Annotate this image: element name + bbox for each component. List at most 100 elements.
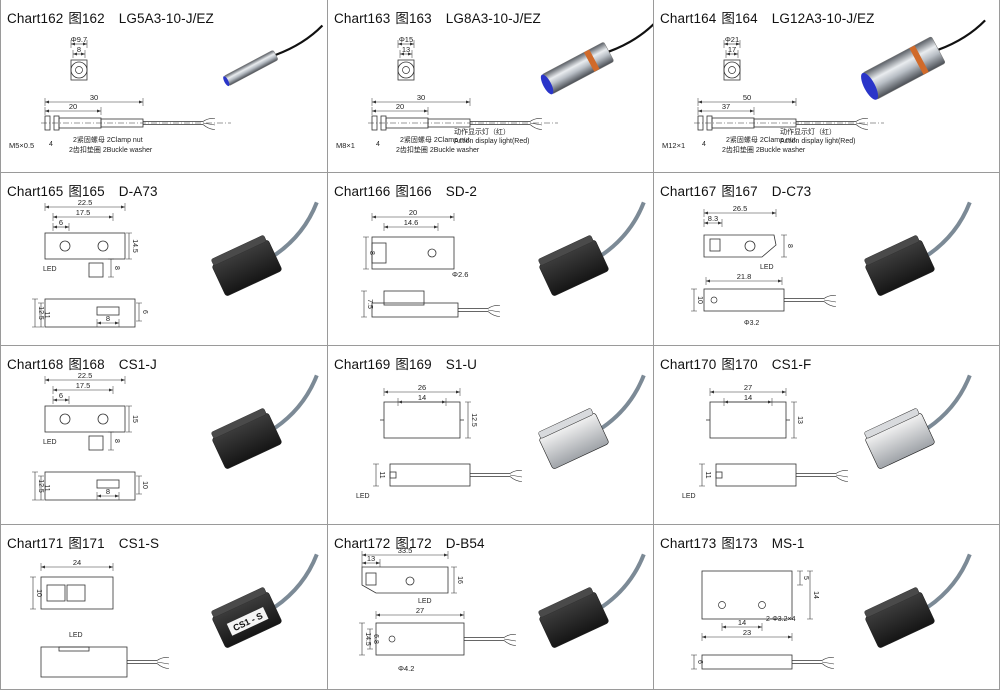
dimension-label: 30 bbox=[90, 93, 98, 102]
figure-number-zh: 图173 bbox=[721, 536, 758, 551]
dimension-label: 11 bbox=[43, 311, 50, 318]
figure-number-zh: 图167 bbox=[721, 184, 758, 199]
figure-number-zh: 图172 bbox=[395, 536, 432, 551]
led-label: LED bbox=[760, 264, 774, 271]
dimension-label: 6 bbox=[59, 218, 63, 227]
dimension-label: 8 bbox=[106, 487, 110, 496]
figure-number-zh: 图170 bbox=[721, 357, 758, 372]
dimension-label: Φ9.7 bbox=[71, 35, 87, 44]
dimension-label: 33.5 bbox=[398, 546, 413, 555]
model-number: LG12A3-10-J/EZ bbox=[771, 11, 875, 26]
callout-text: 动作显示灯（红） bbox=[780, 127, 836, 136]
led-label: LED bbox=[682, 493, 696, 500]
dimension-label: 13 bbox=[367, 554, 375, 563]
led-label: LED bbox=[69, 632, 83, 639]
dimension-label: 14 bbox=[418, 393, 426, 402]
callout-text: 2紧固螺母 2Clamp nut bbox=[726, 135, 796, 144]
model-number: LG5A3-10-J/EZ bbox=[118, 11, 214, 26]
figure-number-zh: 图171 bbox=[68, 536, 105, 551]
sensor-photo bbox=[538, 201, 646, 296]
callout-text: 2齿扣垫圈 2Buckle washer bbox=[69, 145, 153, 154]
dimension-label: 37 bbox=[722, 102, 730, 111]
cell-title: Chart168 图168 CS1-J bbox=[7, 353, 157, 373]
model-number: CS1-J bbox=[118, 357, 157, 372]
dimension-label: 8 bbox=[113, 439, 120, 443]
dimension-label: Φ2.6 bbox=[452, 270, 468, 279]
dimension-label: 8 bbox=[368, 251, 375, 255]
chart-number: Chart170 bbox=[660, 357, 717, 372]
dimension-label: 10 bbox=[141, 481, 148, 489]
dimension-label: 20 bbox=[69, 102, 77, 111]
sensor-photo bbox=[211, 374, 319, 469]
dimension-label: 17.5 bbox=[76, 381, 91, 390]
dimension-label: 5 bbox=[802, 576, 809, 580]
led-label: LED bbox=[356, 493, 370, 500]
led-label: LED bbox=[43, 439, 57, 446]
model-number: D-C73 bbox=[771, 184, 812, 199]
dimension-label: 10 bbox=[696, 296, 703, 304]
model-number: LG8A3-10-J/EZ bbox=[445, 11, 541, 26]
dimension-label: 8.3 bbox=[708, 214, 718, 223]
dimension-label: 13 bbox=[796, 416, 803, 424]
figure-number-zh: 图166 bbox=[395, 184, 432, 199]
led-label: LED bbox=[418, 598, 432, 605]
sensor-photo bbox=[223, 24, 324, 87]
dimension-label: 4 bbox=[49, 141, 53, 148]
chart-number: Chart172 bbox=[334, 536, 391, 551]
dimension-label: 26 bbox=[418, 383, 426, 392]
dimension-label: 24 bbox=[73, 558, 81, 567]
sensor-photo bbox=[540, 21, 653, 95]
sensor-photo bbox=[861, 19, 986, 100]
thread-label: M8×1 bbox=[336, 141, 355, 150]
chart-number: Chart168 bbox=[7, 357, 64, 372]
dimension-label: 30 bbox=[417, 93, 425, 102]
dimension-label: 11 bbox=[378, 471, 385, 478]
dimension-label: 11 bbox=[43, 484, 50, 491]
figure-number-zh: 图168 bbox=[68, 357, 105, 372]
led-label: LED bbox=[43, 266, 57, 273]
chart-number: Chart163 bbox=[334, 11, 391, 26]
dimension-label: 22.5 bbox=[78, 371, 93, 380]
figure-number-zh: 图162 bbox=[68, 11, 105, 26]
cell-title: Chart163 图163 LG8A3-10-J/EZ bbox=[334, 7, 541, 27]
figure-number-zh: 图169 bbox=[395, 357, 432, 372]
dimension-label: 12.5 bbox=[37, 306, 44, 320]
dimension-label: 6 bbox=[696, 660, 703, 664]
dimension-label: 12.5 bbox=[470, 413, 477, 427]
dimension-label: 6.8 bbox=[372, 634, 379, 644]
sensor-photo bbox=[864, 374, 972, 469]
dimension-label: 4 bbox=[376, 141, 380, 148]
sensor-photo bbox=[864, 553, 972, 648]
figure-number-zh: 图163 bbox=[395, 11, 432, 26]
chart-number: Chart171 bbox=[7, 536, 64, 551]
dimension-label: 14.5 bbox=[364, 632, 371, 646]
dimension-label: 17 bbox=[728, 45, 736, 54]
thread-label: M12×1 bbox=[662, 141, 685, 150]
callout-text: Action display light(Red) bbox=[780, 138, 855, 145]
callout-text: 2紧固螺母 2Clamp nut bbox=[400, 135, 470, 144]
dimension-label: 10 bbox=[35, 589, 42, 597]
dimension-label: 17.5 bbox=[76, 208, 91, 217]
dimension-label: 27 bbox=[416, 606, 424, 615]
dimension-label: 4 bbox=[702, 141, 706, 148]
dimension-label: Φ4.2 bbox=[398, 664, 414, 673]
callout-text: 2齿扣垫圈 2Buckle washer bbox=[396, 145, 480, 154]
